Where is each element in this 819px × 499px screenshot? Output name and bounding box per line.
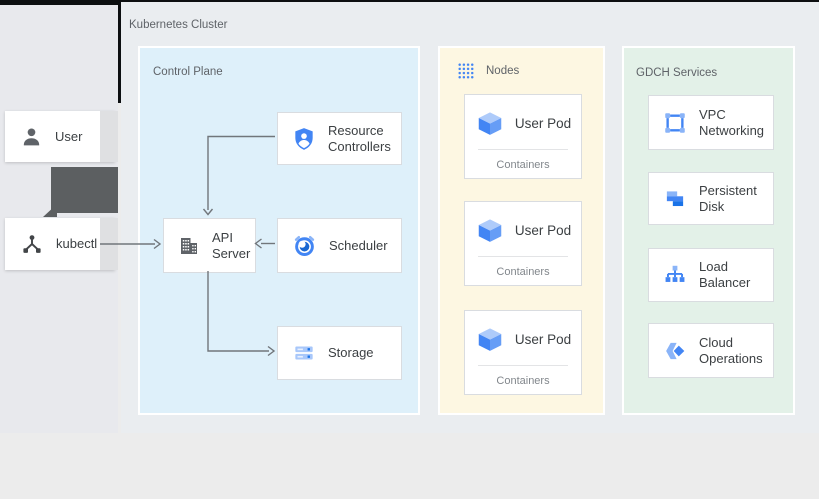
pod-cube-icon	[478, 328, 502, 351]
vpc-networking-box: VPC Networking	[648, 95, 774, 150]
storage-racks-icon	[295, 346, 313, 360]
user-pod-label: User Pod	[514, 222, 572, 238]
building-icon	[181, 237, 197, 254]
scheduler-box: Scheduler	[277, 218, 402, 273]
containers-label: Containers	[496, 375, 550, 387]
kubectl-box: kubectl	[5, 218, 115, 270]
api-server-label: API Server	[212, 229, 251, 261]
user-to-kubectl-arrow	[51, 167, 118, 213]
user-label: User	[55, 128, 83, 144]
scheduler-label: Scheduler	[329, 237, 388, 253]
person-icon	[23, 128, 40, 146]
shield-person-icon	[295, 127, 313, 150]
top-border-artifact	[0, 0, 819, 2]
control-plane-label: Control Plane	[153, 66, 223, 78]
cloud-operations-box: Cloud Operations	[648, 323, 774, 378]
divider	[478, 256, 568, 257]
user-pod-label: User Pod	[514, 331, 572, 347]
cloud-operations-label: Cloud Operations	[699, 334, 763, 366]
left-background-column	[0, 0, 118, 433]
nodes-dot-grid-icon	[457, 62, 474, 79]
nodes-panel: Nodes User Pod Containers	[438, 46, 605, 415]
cloud-operations-icon	[666, 342, 685, 359]
gdch-services-panel: GDCH Services VPC Networking	[622, 46, 795, 415]
nodes-header: Nodes	[457, 62, 519, 79]
nodes-label: Nodes	[486, 64, 520, 77]
vpc-networking-icon	[665, 112, 685, 133]
pod-cube-icon	[478, 112, 502, 135]
user-pod-label: User Pod	[514, 115, 572, 131]
containers-label: Containers	[496, 266, 550, 278]
kubectl-nodes-icon	[23, 235, 41, 253]
pod-cube-icon	[478, 219, 502, 242]
storage-box: Storage	[277, 326, 402, 380]
load-balancer-label: Load Balancer	[699, 259, 751, 290]
vpc-networking-label: VPC Networking	[699, 106, 765, 138]
load-balancer-box: Load Balancer	[648, 248, 774, 302]
divider	[478, 149, 568, 150]
kubectl-box-shadow-strip	[100, 218, 118, 270]
user-pod-box: User Pod Containers	[464, 94, 582, 179]
user-to-kubectl-arrowhead	[43, 204, 57, 217]
cluster-label: Kubernetes Cluster	[129, 19, 228, 31]
clock-icon	[294, 235, 315, 256]
user-pod-box: User Pod Containers	[464, 201, 582, 286]
kubectl-label: kubectl	[56, 236, 98, 252]
storage-label: Storage	[328, 345, 374, 361]
gdch-services-label: GDCH Services	[636, 67, 718, 79]
top-left-border-artifact	[0, 0, 121, 5]
persistent-disk-box: Persistent Disk	[648, 172, 774, 225]
user-box-shadow-strip	[100, 111, 118, 162]
resource-controllers-box: Resource Controllers	[277, 112, 402, 165]
control-plane-panel: Control Plane Resource Controllers	[138, 46, 420, 415]
user-box: User	[5, 111, 115, 162]
divider	[478, 365, 568, 366]
containers-label: Containers	[496, 159, 550, 171]
load-balancer-icon	[665, 265, 685, 282]
side-border-artifact	[118, 0, 121, 103]
persistent-disk-label: Persistent Disk	[699, 182, 757, 214]
user-pod-box: User Pod Containers	[464, 310, 582, 395]
resource-controllers-label: Resource Controllers	[328, 122, 391, 154]
persistent-disk-icon	[666, 190, 684, 206]
api-server-box: API Server	[163, 218, 256, 273]
